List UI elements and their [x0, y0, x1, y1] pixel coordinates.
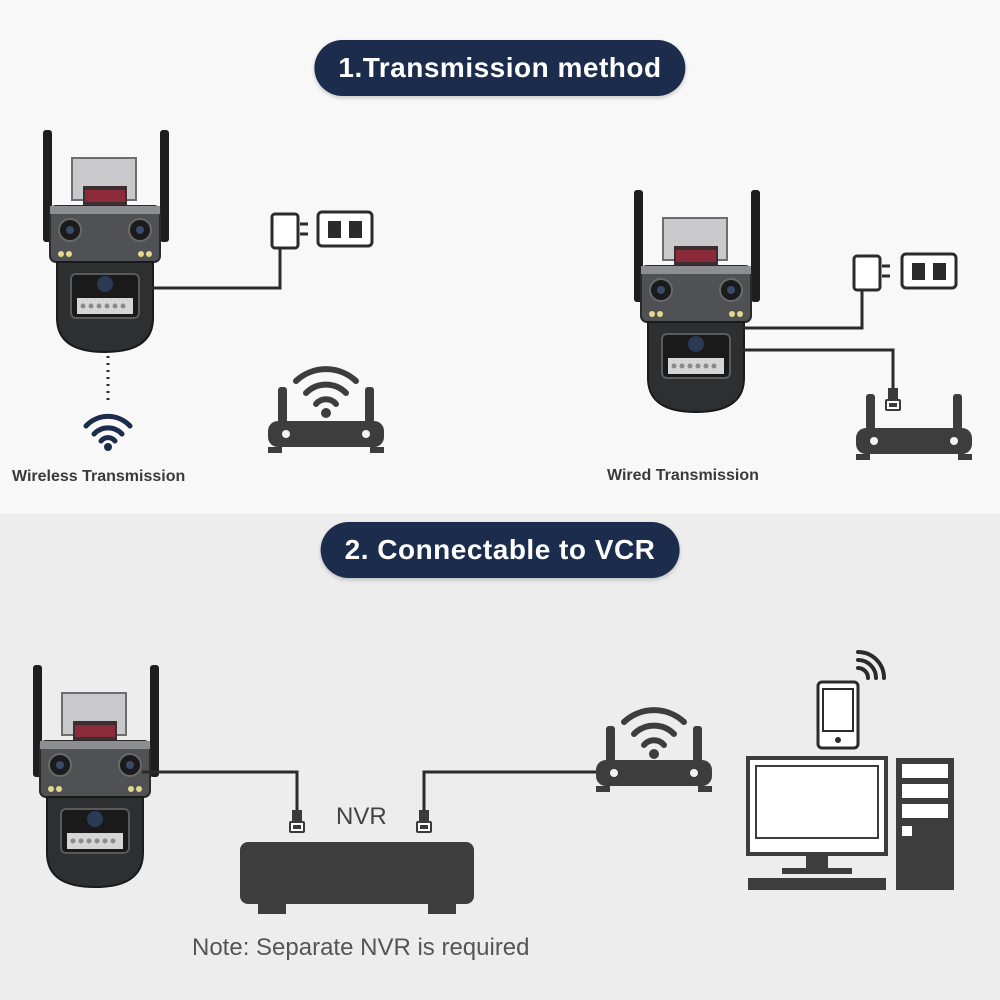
vcr-router-icon [596, 710, 712, 792]
ethernet-plug-icon [289, 809, 305, 833]
nvr-router-cable [422, 770, 610, 812]
nvr-label: NVR [336, 803, 387, 830]
nvr-note: Note: Separate NVR is required [192, 934, 530, 961]
power-adapter-icon [852, 254, 892, 300]
wired-camera-icon [633, 189, 761, 413]
wired-router-icon [856, 394, 972, 460]
ethernet-plug-icon [416, 809, 432, 833]
nvr-icon [240, 842, 474, 914]
connectable-vcr-title: 2. Connectable to VCR [320, 522, 680, 578]
smartphone-icon [816, 680, 860, 750]
wireless-router-icon [268, 369, 384, 453]
power-adapter-icon [270, 212, 310, 258]
ethernet-plug-icon [885, 387, 901, 411]
wireless-camera-icon [42, 129, 170, 353]
power-socket-icon [316, 210, 374, 248]
camera-nvr-cable [142, 770, 299, 812]
wireless-power-cable [152, 248, 282, 290]
transmission-method-title: 1.Transmission method [314, 40, 686, 96]
wireless-transmission-label: Wireless Transmission [12, 468, 186, 485]
phone-wifi-icon [856, 650, 886, 680]
wired-ethernet-cable [743, 348, 895, 390]
power-socket-icon [900, 252, 958, 290]
wired-power-cable [743, 290, 864, 330]
wifi-icon [83, 413, 133, 451]
computer-icon [746, 756, 954, 890]
nvr-camera-icon [32, 664, 160, 888]
wired-transmission-label: Wired Transmission [607, 467, 759, 484]
